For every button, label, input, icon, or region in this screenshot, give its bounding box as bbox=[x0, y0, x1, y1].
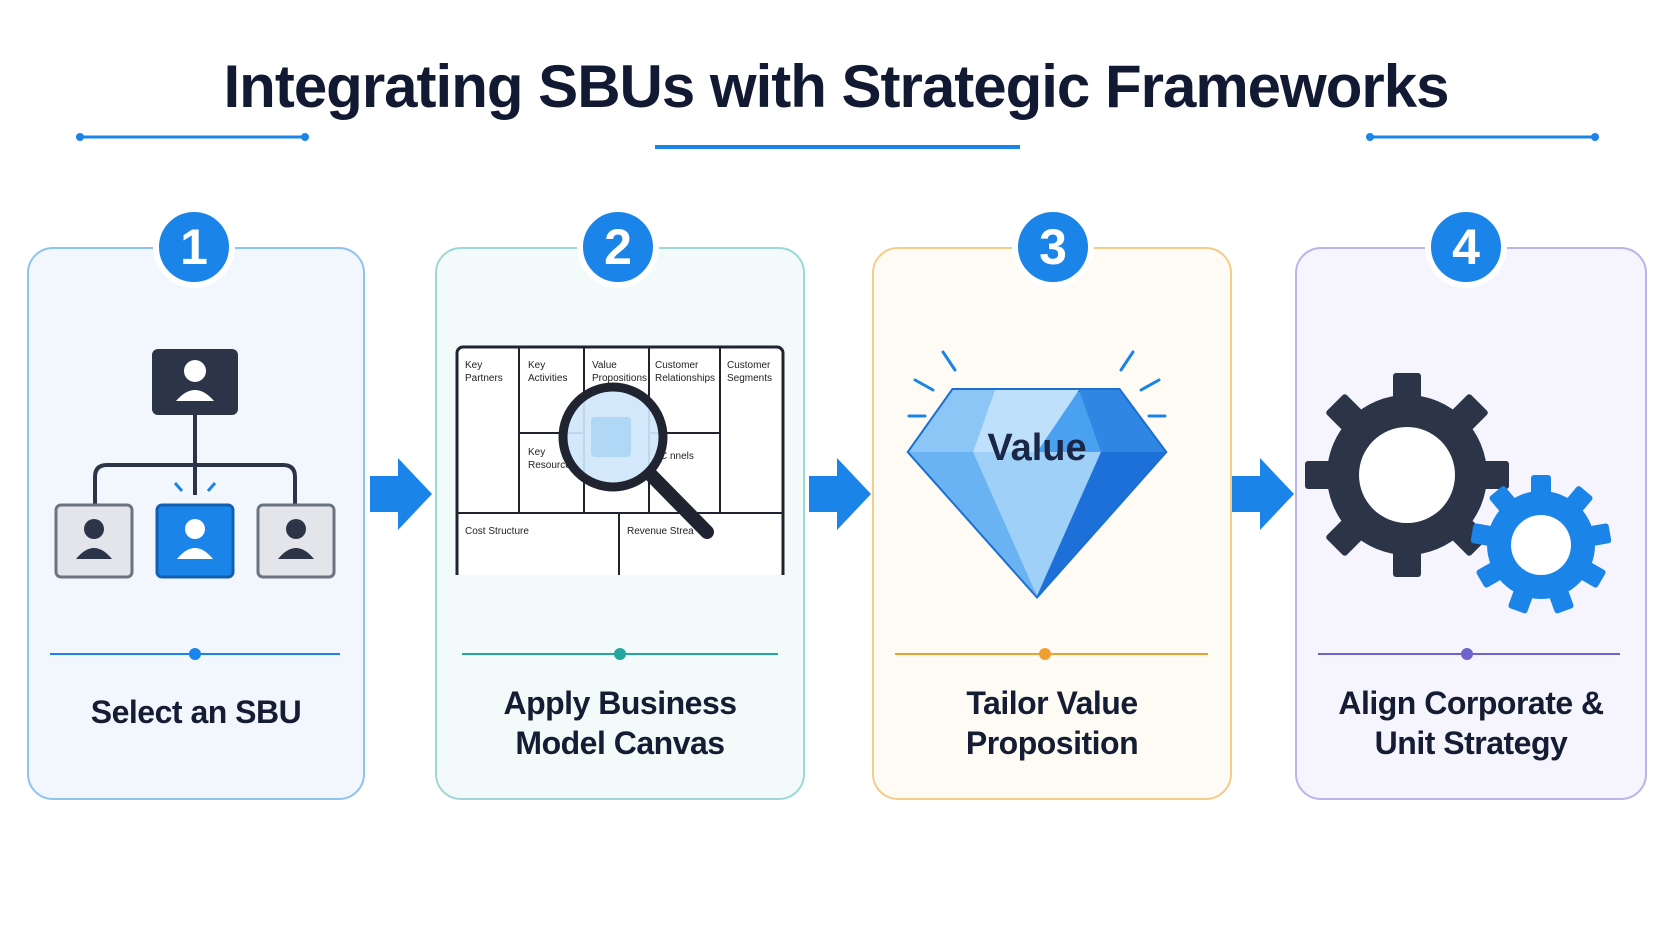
business-model-canvas-icon: Key Partners Key Activities Value Propos… bbox=[455, 345, 785, 575]
diamond-icon: Value bbox=[906, 350, 1168, 600]
bmc-channels: C nnels bbox=[660, 451, 694, 462]
diamond-label: Value bbox=[987, 427, 1086, 469]
bmc-value-propositions-2: Propositions bbox=[592, 373, 647, 384]
step-label-3-line1: Tailor Value bbox=[966, 685, 1138, 721]
step-label-4: Align Corporate & Unit Strategy bbox=[1295, 683, 1647, 763]
bmc-key-partners-2: Partners bbox=[465, 373, 503, 384]
bmc-customer-relationships-1: Customer bbox=[655, 360, 699, 371]
gears-icon bbox=[1305, 373, 1612, 614]
arrow-right-icon bbox=[809, 458, 871, 530]
bmc-key-partners-1: Key bbox=[465, 360, 482, 371]
step-label-3-line2: Proposition bbox=[965, 725, 1139, 761]
arrow-right-icon bbox=[370, 458, 432, 530]
small-gear-icon bbox=[1470, 475, 1612, 614]
bmc-key-resources-1: Key bbox=[528, 447, 545, 458]
step-label-4-line2: Unit Strategy bbox=[1374, 725, 1568, 761]
step-label-2-line2: Model Canvas bbox=[515, 725, 725, 761]
step-badge-1: 1 bbox=[153, 206, 235, 288]
large-gear-icon bbox=[1305, 373, 1509, 577]
step-badge-3: 3 bbox=[1012, 206, 1094, 288]
bmc-customer-relationships-2: Relationships bbox=[655, 373, 715, 384]
step-badge-2: 2 bbox=[577, 206, 659, 288]
step-label-2: Apply Business Model Canvas bbox=[435, 683, 805, 763]
step-label-1: Select an SBU bbox=[90, 694, 302, 730]
bmc-customer-segments-2: Segments bbox=[727, 373, 772, 384]
org-chart-icon bbox=[54, 349, 336, 579]
arrow-right-icon bbox=[1232, 458, 1294, 530]
page-title: Integrating SBUs with Strategic Framewor… bbox=[223, 53, 1450, 120]
step-label-2-line1: Apply Business bbox=[503, 685, 737, 721]
bmc-cost-structure: Cost Structure bbox=[465, 526, 529, 537]
bmc-customer-segments-1: Customer bbox=[727, 360, 771, 371]
title-underline-decoration bbox=[76, 133, 1599, 149]
bmc-key-activities-1: Key bbox=[528, 360, 545, 371]
bmc-key-activities-2: Activities bbox=[528, 373, 567, 384]
bmc-key-resources-2: Resources bbox=[528, 460, 576, 471]
step-label-4-line1: Align Corporate & bbox=[1338, 685, 1604, 721]
bmc-value-propositions-1: Value bbox=[592, 360, 617, 371]
bmc-revenue-streams: Revenue Strea bbox=[627, 526, 694, 537]
magnifying-glass-icon bbox=[558, 382, 714, 539]
step-label-3: Tailor Value Proposition bbox=[872, 683, 1232, 763]
step-badge-4: 4 bbox=[1425, 206, 1507, 288]
